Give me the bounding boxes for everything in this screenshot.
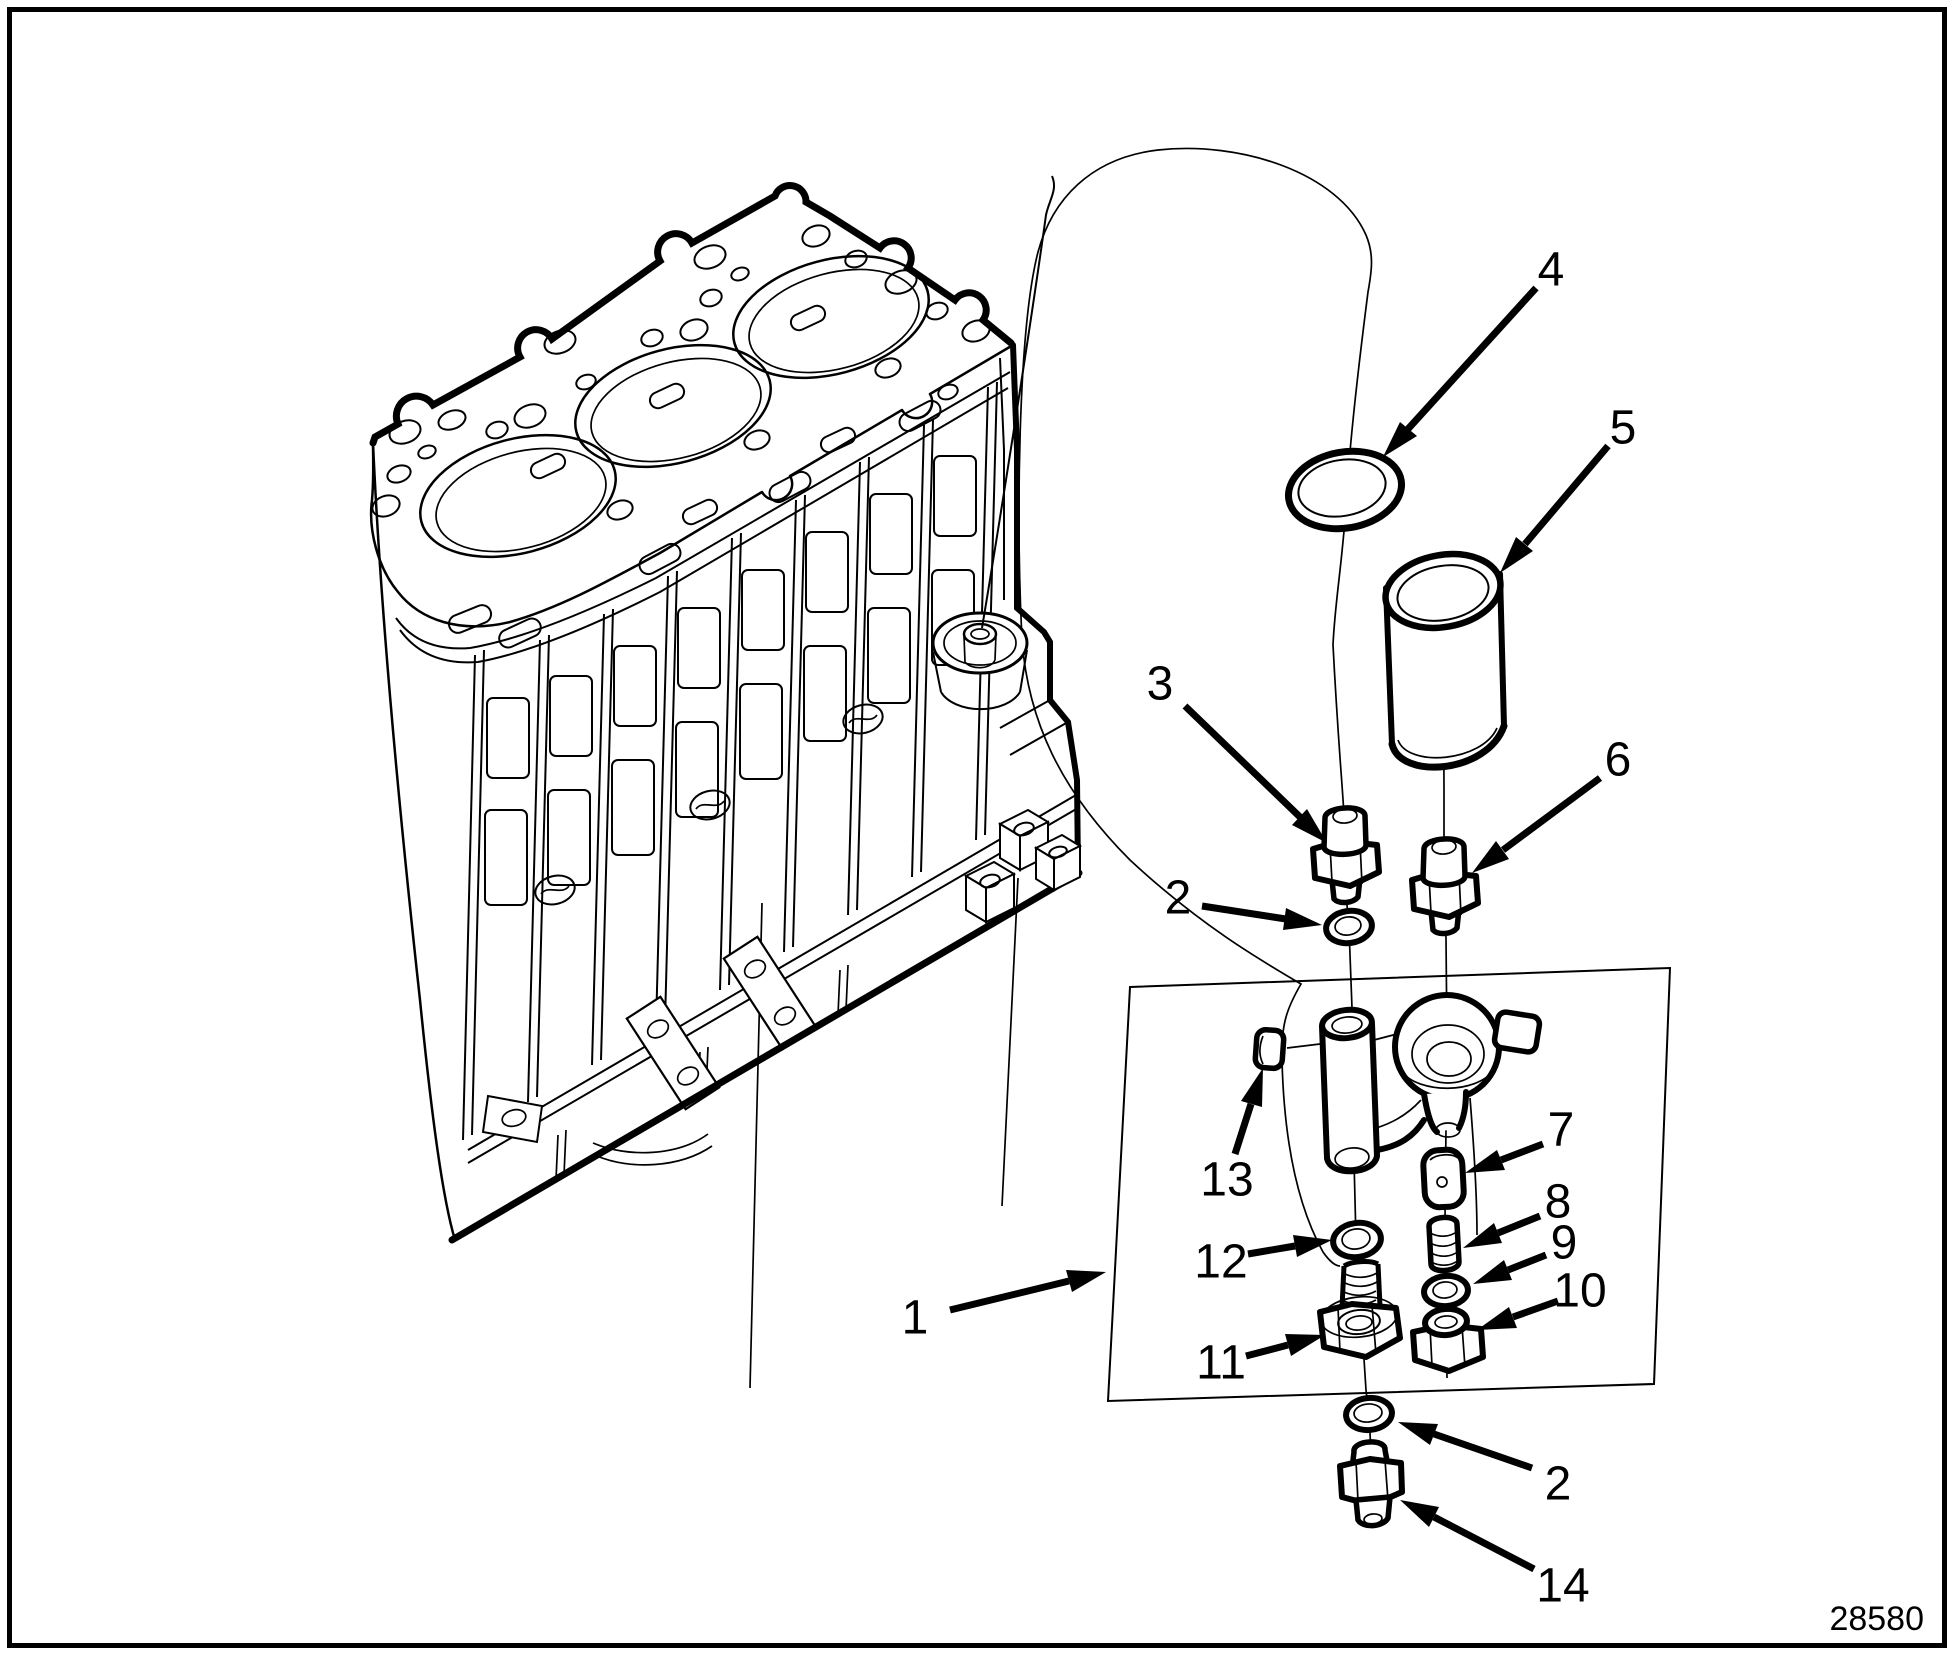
- filter-head-assembly: [1319, 992, 1543, 1175]
- callout-14-arrowhead: [1400, 1500, 1439, 1527]
- part-1-filter-adaptor-panel: [1106, 966, 1672, 1403]
- callout-11-label: 11: [1196, 1337, 1246, 1390]
- callout-3: 3: [1147, 658, 1327, 843]
- callout-3-label: 3: [1147, 658, 1174, 711]
- callout-1: 1: [902, 1270, 1106, 1345]
- callout-5-label: 5: [1610, 402, 1637, 455]
- callout-7-arrowhead: [1465, 1150, 1505, 1173]
- part-5-filter-cartridge: [1382, 550, 1508, 771]
- callout-8-arrowhead: [1463, 1223, 1502, 1248]
- figure-number: 28580: [1829, 1600, 1924, 1638]
- dipstick-wire: [981, 175, 1056, 629]
- callout-1-label: 1: [902, 1292, 929, 1345]
- callout-9: 9: [1473, 1217, 1578, 1284]
- part-13-plug: [1252, 1026, 1287, 1072]
- part-11-banjo-bolt: [1317, 1259, 1403, 1360]
- callout-6-label: 6: [1605, 734, 1632, 787]
- part-12-o-ring: [1330, 1219, 1384, 1261]
- callout-14: 14: [1400, 1500, 1590, 1613]
- callout-11: 11: [1196, 1334, 1325, 1390]
- callout-9-arrowhead: [1473, 1260, 1512, 1284]
- callout-2-lower: 2: [1398, 1422, 1571, 1511]
- bottom-lugs: [963, 808, 1083, 924]
- callout-2-upper-arrowhead: [1283, 908, 1322, 930]
- callout-12-arrowhead: [1293, 1235, 1332, 1257]
- callout-13-arrowhead: [1241, 1068, 1263, 1107]
- callout-5: 5: [1500, 402, 1637, 573]
- callout-12: 12: [1194, 1235, 1332, 1289]
- cylinder-bore-3: [732, 254, 930, 380]
- part-4-seal-ring: [1284, 447, 1406, 533]
- cylinder-bore-1: [419, 433, 617, 559]
- block-bottom-edge: [448, 869, 1083, 1244]
- part-2-o-ring-lower: [1343, 1394, 1395, 1434]
- gasket-face-holes: [371, 224, 991, 526]
- part-9-o-ring: [1421, 1272, 1471, 1310]
- part-7-relief-valve: [1420, 1146, 1467, 1211]
- callout-12-label: 12: [1194, 1236, 1247, 1289]
- callout-4-label: 4: [1538, 244, 1565, 297]
- callout-1-arrowhead: [1066, 1270, 1106, 1292]
- front-ribs: [462, 381, 998, 1141]
- engine-block: [369, 175, 1083, 1244]
- callout-11-arrowhead: [1285, 1334, 1325, 1356]
- part-14-fitting: [1337, 1439, 1405, 1529]
- block-right-face: [931, 175, 1083, 924]
- callout-10: 10: [1477, 1265, 1607, 1330]
- foot-pad: [481, 1094, 544, 1144]
- callout-2-upper: 2: [1165, 872, 1322, 930]
- callout-10-arrowhead: [1477, 1307, 1517, 1330]
- head-outlet-spout: [1491, 1009, 1543, 1055]
- callout-2-lower-arrowhead: [1398, 1422, 1438, 1445]
- part-10-cap-nut: [1410, 1305, 1486, 1374]
- callout-14-label: 14: [1536, 1560, 1589, 1613]
- callout-9-label: 9: [1551, 1217, 1578, 1270]
- callout-4-arrowhead: [1383, 422, 1417, 457]
- part-2-o-ring-upper: [1323, 907, 1375, 947]
- callout-7: 7: [1465, 1104, 1575, 1173]
- part-8-spring-plug: [1426, 1214, 1462, 1274]
- callout-6-arrowhead: [1472, 841, 1509, 873]
- callout-8: 8: [1463, 1176, 1572, 1248]
- callout-3-arrowhead: [1292, 809, 1327, 843]
- callout-2-upper-label: 2: [1165, 872, 1192, 925]
- mounting-straps: [592, 935, 818, 1166]
- callouts: 1 2 2 3 4 5 6: [902, 244, 1637, 1613]
- callout-4: 4: [1383, 244, 1565, 457]
- callout-10-label: 10: [1553, 1265, 1606, 1318]
- callout-2-lower-label: 2: [1545, 1458, 1572, 1511]
- cylinder-bore-2: [574, 343, 772, 469]
- dipstick-boss: [931, 611, 1029, 711]
- callout-7-label: 7: [1548, 1104, 1575, 1157]
- callout-5-arrowhead: [1500, 537, 1533, 573]
- callout-13-label: 13: [1200, 1154, 1253, 1207]
- callout-8-label: 8: [1545, 1176, 1572, 1229]
- callout-13: 13: [1200, 1068, 1263, 1207]
- callout-6: 6: [1472, 734, 1632, 873]
- block-front-face: [371, 371, 1083, 1244]
- core-plugs: [534, 703, 884, 906]
- head-gasket-surface: [369, 182, 1015, 649]
